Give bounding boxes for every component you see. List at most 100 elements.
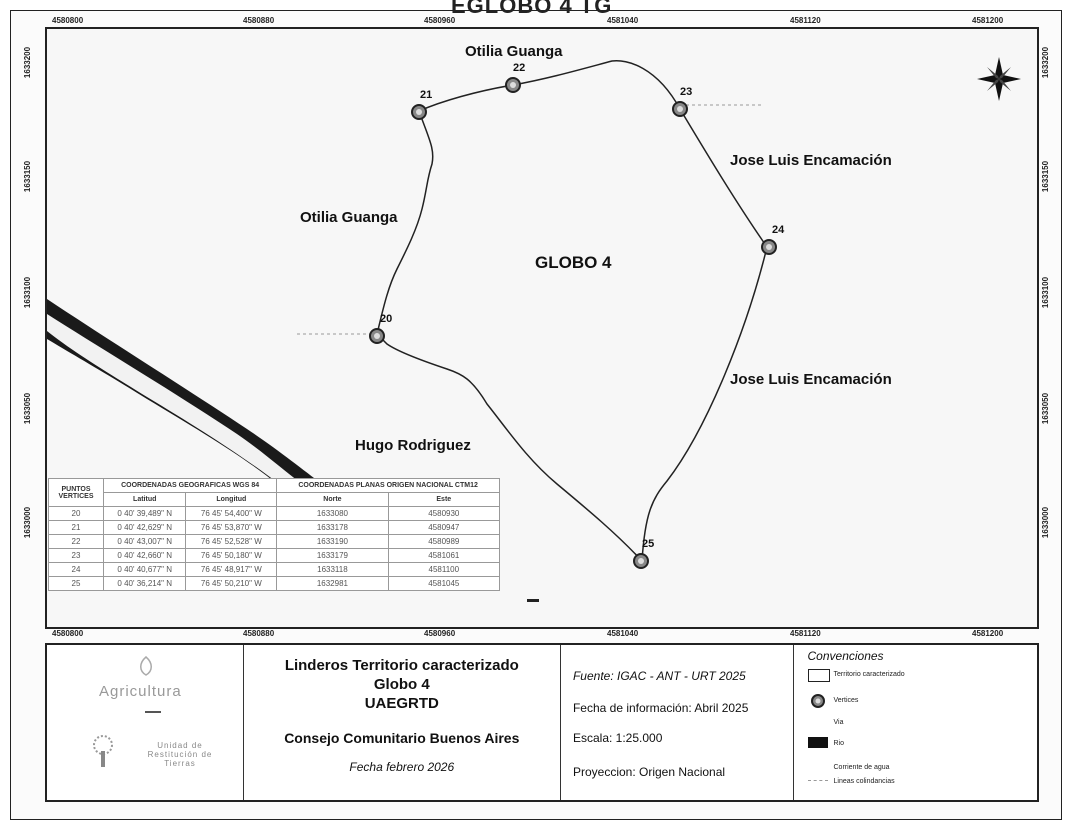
vertex-coordinates-table: PUNTOS VERTICES COORDENADAS GEOGRAFICAS … xyxy=(48,478,501,591)
cell-point: 25 xyxy=(48,576,104,591)
conv-via: Via xyxy=(833,719,844,726)
title-panel: Linderos Territorio caracterizado Globo … xyxy=(244,645,561,800)
cell-lon: 76 45' 52,528" W xyxy=(185,534,278,549)
map-svg xyxy=(47,57,1021,602)
cell-east: 4581061 xyxy=(387,548,501,563)
x-tick-bottom-4: 4581040 xyxy=(607,629,639,638)
title-block: Agricultura Unidad de Restitución de Tie… xyxy=(45,643,1039,802)
table-row: 23 0 40' 42,660" N 76 45' 50,180" W 1633… xyxy=(48,548,501,563)
conventions-panel: Convenciones Territorio caracterizado Ve… xyxy=(794,645,1038,800)
col-lon-header: Longitud xyxy=(185,492,278,507)
info-date-text: Fecha de información: Abril 2025 xyxy=(572,701,749,715)
col-geo-header: COORDENADAS GEOGRAFICAS WGS 84 xyxy=(102,478,278,493)
cell-lat: 0 40' 42,660" N xyxy=(102,548,187,563)
cell-point: 22 xyxy=(48,534,104,549)
y-tick-left-3: 1633100 xyxy=(23,276,33,309)
cell-lat: 0 40' 39,489" N xyxy=(102,506,187,521)
source-text: Fuente: IGAC - ANT - URT 2025 xyxy=(572,669,746,683)
cell-lat: 0 40' 43,007" N xyxy=(102,534,187,549)
col-lat-header: Latitud xyxy=(102,492,187,507)
col-plane-header: COORDENADAS PLANAS ORIGEN NACIONAL CTM12 xyxy=(276,478,500,493)
cell-point: 23 xyxy=(48,548,104,563)
vertex-label-24: 24 xyxy=(772,224,785,236)
cell-point: 24 xyxy=(48,562,104,577)
cell-point: 20 xyxy=(48,506,104,521)
cell-lon: 76 45' 54,400" W xyxy=(185,506,278,521)
vertex-symbol-icon xyxy=(810,694,825,708)
river-symbol xyxy=(807,737,828,748)
vertex-22 xyxy=(505,77,521,93)
title-line-5: Fecha febrero 2026 xyxy=(349,760,455,774)
cell-lat: 0 40' 42,629" N xyxy=(102,520,187,535)
conv-rio: Rio xyxy=(833,740,845,747)
y-tick-left-1: 1633200 xyxy=(23,46,33,79)
y-tick-right-1: 1633200 xyxy=(1041,46,1051,79)
territory-symbol xyxy=(807,669,830,682)
x-tick-bottom-5: 4581120 xyxy=(790,629,821,638)
neighbor-label-top: Otilia Guanga xyxy=(465,43,563,60)
vertex-label-23: 23 xyxy=(680,86,693,98)
cell-lon: 76 45' 50,180" W xyxy=(185,548,278,563)
river-inner xyxy=(47,314,302,484)
table-row: 20 0 40' 39,489" N 76 45' 54,400" W 1633… xyxy=(48,506,501,521)
neighbor-label-bottom-left: Hugo Rodriguez xyxy=(355,437,471,454)
cell-east: 4580947 xyxy=(387,520,501,535)
col-east-header: Este xyxy=(387,492,501,507)
scale-text: Escala: 1:25.000 xyxy=(572,731,663,745)
cell-east: 4580930 xyxy=(387,506,501,521)
y-tick-right-3: 1633100 xyxy=(1041,276,1051,309)
y-tick-left-2: 1633150 xyxy=(23,160,33,193)
cell-lat: 0 40' 36,214" N xyxy=(102,576,187,591)
colindancia-symbol xyxy=(807,780,828,781)
conv-colindancias: Lineas colindancias xyxy=(833,778,895,785)
cell-east: 4580989 xyxy=(387,534,501,549)
logo-panel: Agricultura Unidad de Restitución de Tie… xyxy=(47,645,244,800)
restitucion-logo-text: Unidad de Restitución de Tierras xyxy=(147,741,213,768)
cell-north: 1632981 xyxy=(276,576,389,591)
x-tick-bottom-1: 4580800 xyxy=(52,629,84,638)
x-tick-bottom-6: 4581200 xyxy=(972,629,1004,638)
north-arrow-icon xyxy=(977,57,1021,101)
cell-lon: 76 45' 53,870" W xyxy=(185,520,278,535)
x-tick-top-1: 4580800 xyxy=(52,16,84,25)
y-tick-right-4: 1633050 xyxy=(1041,392,1051,425)
agriculture-logo-text: Agricultura xyxy=(99,683,182,700)
vertex-24 xyxy=(761,239,777,255)
neighbor-label-right-bottom: Jose Luis Encamación xyxy=(730,371,892,388)
title-line-2: Globo 4 xyxy=(373,676,430,693)
x-tick-top-2: 4580880 xyxy=(243,16,275,25)
conv-corriente: Corriente de agua xyxy=(833,764,890,771)
cell-east: 4581045 xyxy=(387,576,501,591)
vertex-23 xyxy=(672,101,688,117)
vertex-25 xyxy=(633,553,649,569)
title-line-4: Consejo Comunitario Buenos Aires xyxy=(284,730,520,746)
cell-north: 1633178 xyxy=(276,520,389,535)
agriculture-logo-icon xyxy=(140,656,152,676)
table-row: 25 0 40' 36,214" N 76 45' 50,210" W 1632… xyxy=(48,576,501,591)
x-tick-top-4: 4581040 xyxy=(607,16,639,25)
x-tick-top-3: 4580960 xyxy=(424,16,456,25)
x-tick-top-6: 4581200 xyxy=(972,16,1004,25)
cell-lon: 76 45' 48,917" W xyxy=(185,562,278,577)
info-panel: Fuente: IGAC - ANT - URT 2025 Fecha de i… xyxy=(561,645,794,800)
cell-north: 1633179 xyxy=(276,548,389,563)
y-tick-left-5: 1633000 xyxy=(23,506,33,539)
conventions-title: Convenciones xyxy=(807,649,884,663)
territory-boundary xyxy=(376,59,768,563)
neighbor-label-right-top: Jose Luis Encamación xyxy=(730,152,892,169)
cell-north: 1633190 xyxy=(276,534,389,549)
col-points-header: PUNTOS VERTICES xyxy=(48,478,104,507)
vertex-21 xyxy=(411,104,427,120)
x-tick-bottom-3: 4580960 xyxy=(424,629,456,638)
projection-text: Proyeccion: Origen Nacional xyxy=(572,765,726,779)
neighbor-label-left: Otilia Guanga xyxy=(300,209,398,226)
river-shape xyxy=(47,299,322,484)
table-row: 21 0 40' 42,629" N 76 45' 53,870" W 1633… xyxy=(48,520,501,535)
cell-north: 1633118 xyxy=(276,562,389,577)
map-header-title: EGLOBO 4 TG xyxy=(451,0,613,18)
table-row: 24 0 40' 40,677" N 76 45' 48,917" W 1633… xyxy=(48,562,501,577)
cell-lat: 0 40' 40,677" N xyxy=(102,562,187,577)
x-tick-top-5: 4581120 xyxy=(790,16,821,25)
vertex-label-22: 22 xyxy=(513,62,526,74)
road-mark xyxy=(527,599,539,602)
